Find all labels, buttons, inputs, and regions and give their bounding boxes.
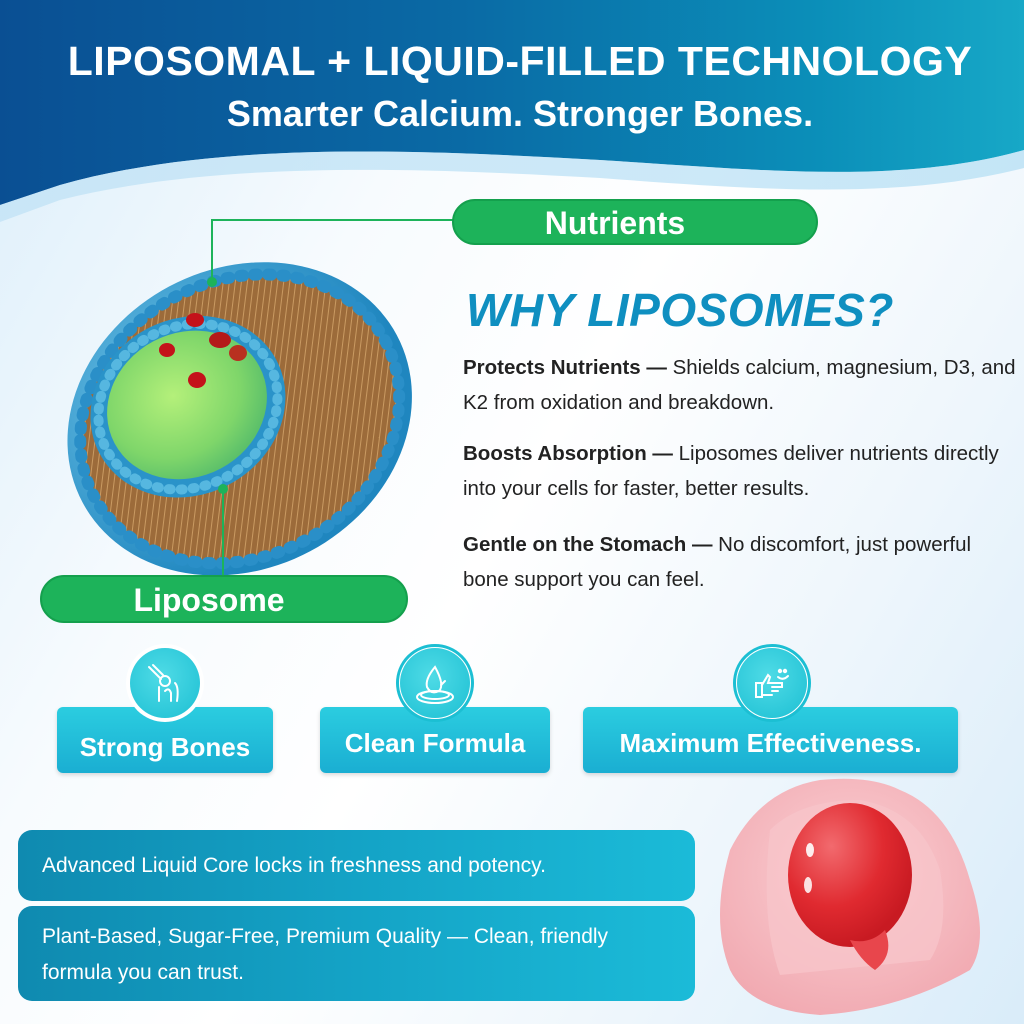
benefit-heading: Boosts Absorption —	[463, 442, 673, 465]
water-drop-leaf-icon	[396, 644, 474, 722]
benefit-gentle-stomach: Gentle on the Stomach — No discomfort, j…	[463, 527, 1018, 597]
liposome-illustration	[45, 225, 425, 595]
gummy-product-image	[700, 770, 1000, 1020]
benefit-boosts-absorption: Boosts Absorption — Liposomes deliver nu…	[463, 436, 1018, 506]
nutrients-connector-v	[211, 219, 213, 281]
info-panel-liquid-core: Advanced Liquid Core locks in freshness …	[18, 830, 695, 901]
why-liposomes-heading: WHY LIPOSOMES?	[466, 284, 894, 336]
benefit-heading: Gentle on the Stomach —	[463, 533, 713, 556]
feature-label: Clean Formula	[344, 728, 526, 758]
liposome-label: Liposome	[40, 575, 408, 623]
page-title: LIPOSOMAL + LIQUID-FILLED TECHNOLOGY	[67, 38, 973, 84]
thumbs-up-smile-icon	[733, 644, 811, 722]
feature-label: Strong Bones	[79, 732, 251, 762]
benefit-text: Liposomes deliver nutrients directly int…	[463, 442, 999, 500]
benefit-text: No discomfort, just powerful bone suppor…	[463, 533, 972, 591]
nutrients-label: Nutrients	[452, 199, 818, 245]
nutrients-connector-dot	[207, 277, 217, 287]
liposome-connector-v	[222, 488, 224, 578]
benefit-protects-nutrients: Protects Nutrients — Shields calcium, ma…	[463, 350, 1018, 420]
page-subtitle: Smarter Calcium. Stronger Bones.	[226, 93, 814, 134]
liposome-connector-dot	[218, 484, 228, 494]
bone-joint-icon	[126, 644, 204, 722]
benefit-text: Shields calcium, magnesium, D3, and K2 f…	[463, 356, 1016, 414]
info-panel-plant-based: Plant-Based, Sugar-Free, Premium Quality…	[18, 906, 695, 1001]
benefit-heading: Protects Nutrients —	[463, 356, 667, 379]
nutrients-connector-h	[211, 219, 453, 221]
feature-label: Maximum Effectiveness.	[619, 728, 922, 758]
